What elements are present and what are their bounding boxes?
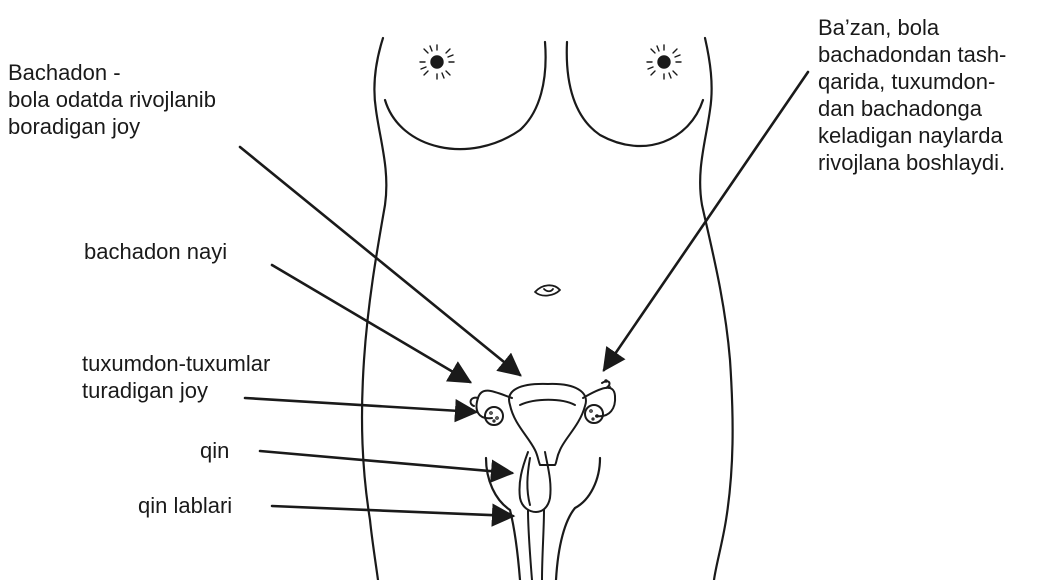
vagina-illustration [519,452,550,512]
torso-right-outline [700,38,732,580]
label-uterus-line-2: bola odatda rivojlanib [8,86,216,113]
arrow-vagina [260,451,512,473]
label-ectopic-note-line-6: rivojlana boshlaydi. [818,149,1006,176]
label-vagina-line-1: qin [200,437,229,464]
label-ovary: tuxumdon-tuxumlar turadigan joy [82,350,270,404]
arrow-fallopian-tube [272,265,470,382]
leg-right-inner [556,458,600,580]
label-ectopic-note-line-1: Ba’zan, bola [818,14,1006,41]
label-uterus-line-3: boradigan joy [8,113,216,140]
label-ectopic-note: Ba’zan, bola bachadondan tash- qarida, t… [818,14,1006,176]
nipple-left [420,45,454,79]
arrow-uterus [240,147,520,375]
arrow-ovary [245,398,476,412]
nipple-right [647,45,681,79]
arrow-labia [272,506,513,516]
label-labia: qin lablari [138,492,232,519]
label-ectopic-note-line-2: bachadondan tash- [818,41,1006,68]
arrow-ectopic [604,72,808,370]
label-labia-line-1: qin lablari [138,492,232,519]
label-ovary-line-2: turadigan joy [82,377,270,404]
uterus-illustration [471,380,616,465]
labia-lines [528,510,544,580]
callout-arrows [240,72,808,516]
label-fallopian-tube: bachadon nayi [84,238,227,265]
label-uterus-line-1: Bachadon - [8,59,216,86]
navel [535,285,560,295]
label-vagina: qin [200,437,229,464]
label-fallopian-tube-line-1: bachadon nayi [84,238,227,265]
label-uterus: Bachadon - bola odatda rivojlanib boradi… [8,59,216,140]
label-ectopic-note-line-3: qarida, tuxumdon- [818,68,1006,95]
breast-left [385,42,546,149]
label-ovary-line-1: tuxumdon-tuxumlar [82,350,270,377]
label-ectopic-note-line-5: keladigan naylarda [818,122,1006,149]
label-ectopic-note-line-4: dan bachadonga [818,95,1006,122]
leg-left-inner [486,458,520,580]
torso-left-outline [362,38,386,580]
breast-right [567,42,703,146]
